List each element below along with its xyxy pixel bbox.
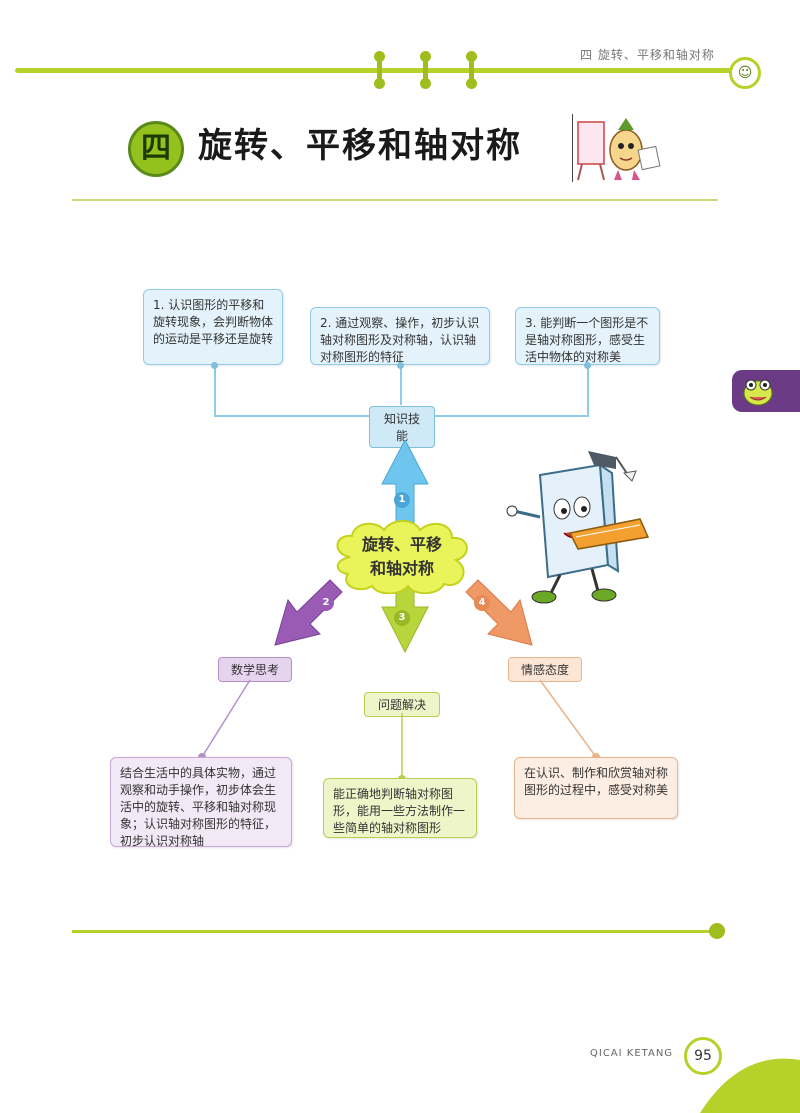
step-number-1: 1 — [394, 492, 410, 508]
math-thinking-text: 结合生活中的具体实物，通过观察和动手操作，初步体会生活中的旋转、平移和轴对称现象… — [120, 766, 277, 848]
page-number: 95 — [684, 1037, 722, 1075]
mascot-icon: ☺ — [729, 57, 761, 89]
footer-brand: QICAI KETANG — [590, 1048, 674, 1059]
title-rule — [72, 199, 718, 201]
knowledge-box-2: 2. 通过观察、操作，初步认识轴对称图形及对称轴，认识轴对称图形的特征 — [310, 307, 490, 365]
step-number-2: 2 — [318, 595, 334, 611]
chapter-number-badge: 四 — [128, 121, 184, 177]
footer-rule — [72, 930, 720, 933]
knowledge-box-3: 3. 能判断一个图形是不是轴对称图形，感受生活中物体的对称美 — [515, 307, 660, 365]
connector — [400, 365, 402, 405]
connector — [432, 415, 589, 417]
connector-dot — [397, 362, 404, 369]
central-topic-cloud — [336, 520, 468, 594]
footer-rule-dot — [709, 923, 725, 939]
connector — [214, 415, 370, 417]
connector-dot — [211, 362, 218, 369]
book-mascot-illustration-icon — [506, 451, 650, 604]
side-tab — [732, 370, 800, 412]
emotional-attitude-text: 在认识、制作和欣赏轴对称图形的过程中，感受对称美 — [524, 766, 669, 797]
binder-clip-icon — [420, 51, 431, 89]
problem-solving-box: 能正确地判断轴对称图形，能用一些方法制作一些简单的轴对称图形 — [323, 778, 477, 838]
knowledge-text-2: 2. 通过观察、操作，初步认识轴对称图形及对称轴，认识轴对称图形的特征 — [320, 316, 480, 364]
central-topic-line-2: 和轴对称 — [369, 559, 434, 578]
connector — [587, 365, 589, 416]
frog-icon — [743, 379, 773, 406]
binder-clip-icon — [374, 51, 385, 89]
central-topic-line-1: 旋转、平移 — [361, 535, 442, 554]
knowledge-text-1: 1. 认识图形的平移和旋转现象，会判断物体的运动是平移还是旋转 — [153, 298, 274, 346]
step-number-3: 3 — [394, 610, 410, 626]
label-math-thinking: 数学思考 — [218, 657, 292, 682]
connector — [214, 365, 216, 416]
step-number-4: 4 — [474, 595, 490, 611]
binder-clip-icon — [466, 51, 477, 89]
knowledge-box-1: 1. 认识图形的平移和旋转现象，会判断物体的运动是平移还是旋转 — [143, 289, 283, 365]
label-knowledge-skills: 知识技能 — [369, 406, 435, 448]
problem-solving-text: 能正确地判断轴对称图形，能用一些方法制作一些简单的轴对称图形 — [333, 787, 466, 835]
math-thinking-box: 结合生活中的具体实物，通过观察和动手操作，初步体会生活中的旋转、平移和轴对称现象… — [110, 757, 292, 848]
header-chapter-label: 四 旋转、平移和轴对称 — [580, 48, 715, 62]
page-title: 旋转、平移和轴对称 — [198, 126, 522, 166]
connector-dot — [584, 362, 591, 369]
label-emotional-attitude: 情感态度 — [508, 657, 582, 682]
egg-artist-illustration-icon — [577, 118, 661, 181]
header-rule — [15, 68, 735, 73]
emotional-attitude-box: 在认识、制作和欣赏轴对称图形的过程中，感受对称美 — [514, 757, 678, 819]
corner-decoration — [700, 1058, 800, 1113]
knowledge-text-3: 3. 能判断一个图形是不是轴对称图形，感受生活中物体的对称美 — [525, 316, 649, 364]
central-topic: 旋转、平移 和轴对称 — [340, 533, 464, 581]
label-problem-solving: 问题解决 — [364, 692, 440, 717]
title-divider — [572, 114, 573, 182]
